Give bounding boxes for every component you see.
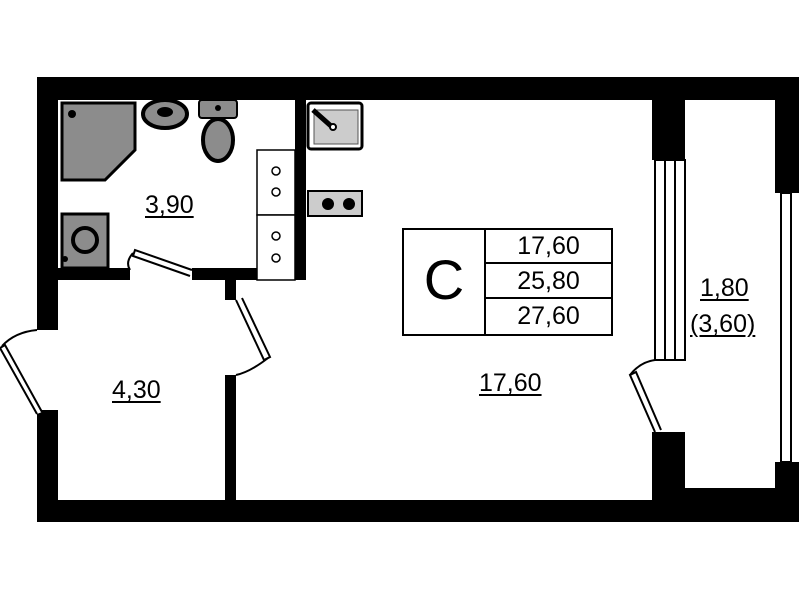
shower-tray xyxy=(60,101,137,182)
balcony-outer-window xyxy=(780,192,792,463)
toilet-icon xyxy=(198,99,238,163)
living-room-area: 17,60 xyxy=(479,369,542,397)
total-area: 25,80 xyxy=(517,267,580,295)
hallway-area: 4,30 xyxy=(112,376,161,404)
area-summary-table xyxy=(402,228,613,336)
washing-machine-icon xyxy=(60,212,110,270)
kitchen-counter xyxy=(256,149,296,281)
kitchen-sink-icon xyxy=(306,101,364,151)
stove-icon xyxy=(307,190,363,217)
total-with-balcony: 27,60 xyxy=(517,302,580,330)
walls xyxy=(37,77,799,522)
living-area: 17,60 xyxy=(517,232,580,260)
bathroom-area: 3,90 xyxy=(145,191,194,219)
washbasin-icon xyxy=(141,98,189,130)
balcony-area-full: (3,60) xyxy=(690,310,756,338)
balcony-window xyxy=(654,159,686,361)
balcony-area: 1,80 xyxy=(700,274,749,302)
apartment-type: С xyxy=(423,248,465,311)
doors xyxy=(0,248,662,433)
